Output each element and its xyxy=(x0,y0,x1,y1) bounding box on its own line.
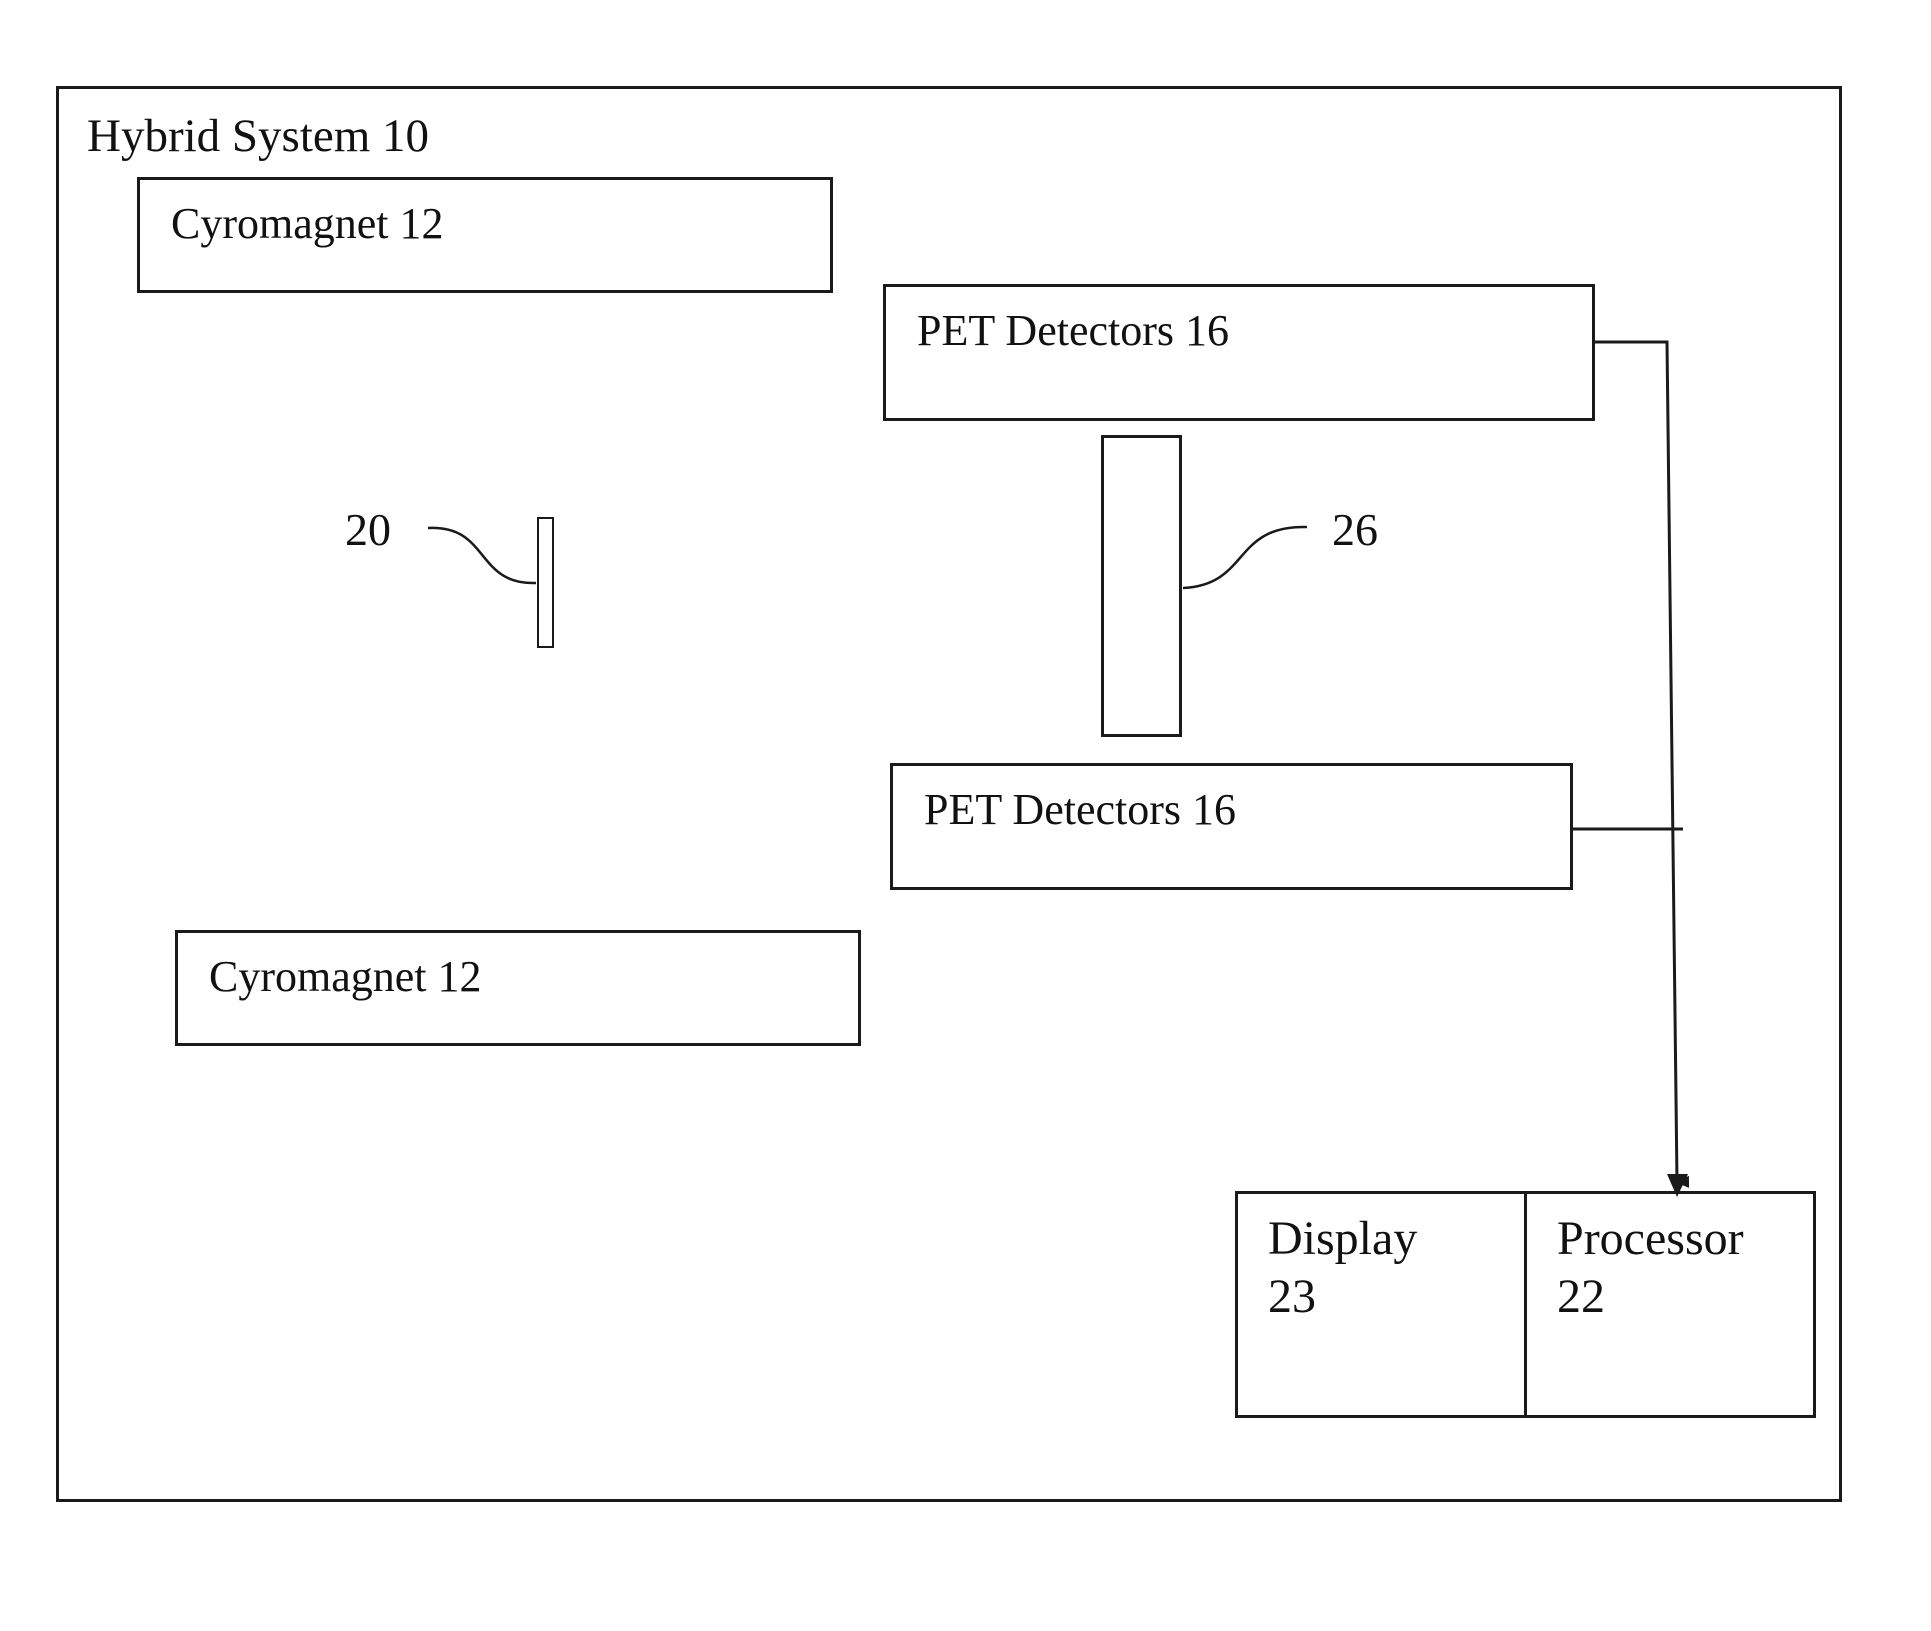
arrow-into-processor xyxy=(1667,1174,1688,1197)
leader-line-26 xyxy=(1183,527,1307,588)
leader-line-20 xyxy=(428,528,536,583)
pet-top-signal-line xyxy=(1595,342,1677,1182)
